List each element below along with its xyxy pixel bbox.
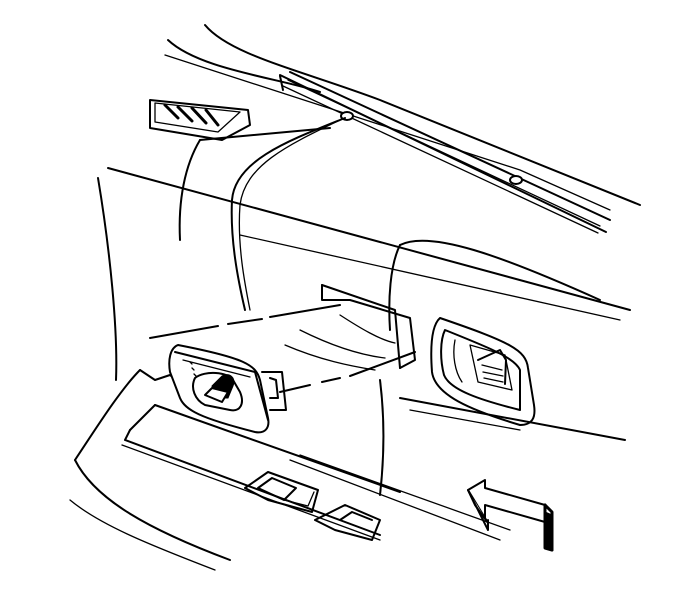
power-switch [168,344,287,434]
dash-panel [97,117,631,381]
dashboard-top-molding [164,24,641,234]
door-handle-bezel [430,317,536,426]
door-armrest [69,369,626,571]
arrow-icon [467,479,554,552]
lower-switch-cluster [244,471,381,541]
alignment-lines [149,304,416,393]
switch-opening [284,284,416,371]
air-vent [149,99,251,141]
